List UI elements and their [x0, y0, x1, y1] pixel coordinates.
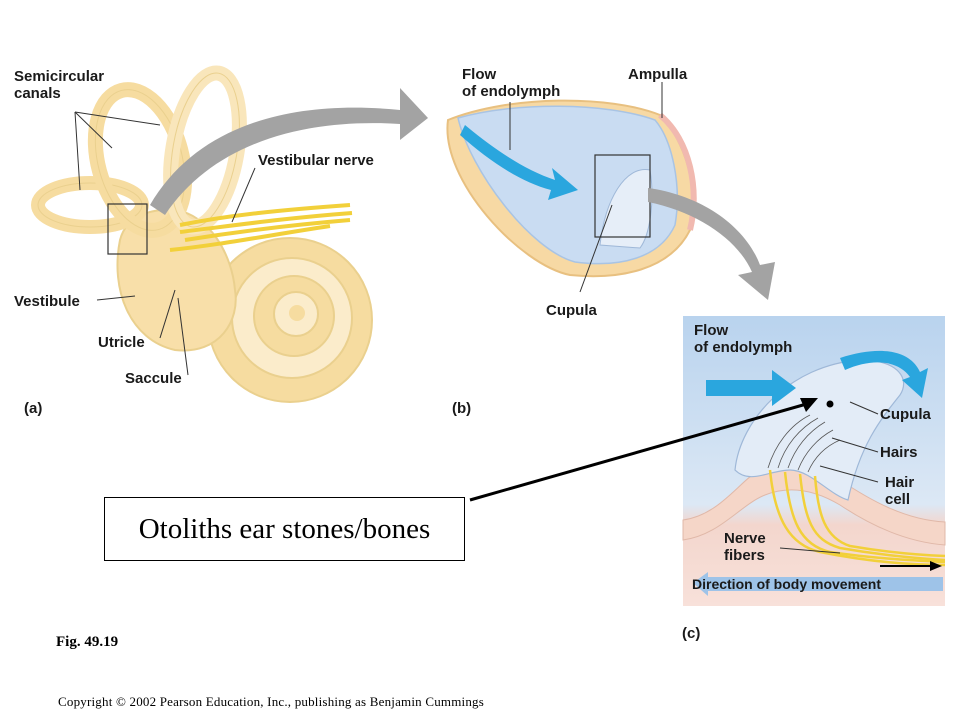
label-vestibule: Vestibule — [14, 293, 80, 310]
panel-tag-a: (a) — [24, 400, 43, 417]
body-movement-arrow — [693, 572, 943, 596]
label-cupula-c: Cupula — [880, 406, 931, 423]
label-hair-cell: Hair cell — [885, 474, 915, 508]
label-semicircular-canals: Semicircular canals — [14, 68, 105, 102]
inner-ear-illustration — [31, 65, 428, 403]
zoom-box-a — [107, 203, 148, 255]
figure-label: Fig. 49.19 — [56, 634, 119, 650]
label-direction-body-movement: Direction of body movement — [692, 576, 882, 592]
vestibular-nerve-bundle — [169, 203, 353, 252]
label-hairs: Hairs — [880, 444, 918, 461]
leader-lines-a — [74, 111, 256, 376]
label-vestibular-nerve: Vestibular nerve — [258, 152, 374, 169]
panel-tag-c: (c) — [682, 625, 701, 642]
label-flow-endolymph-b: Flow of endolymph — [462, 66, 561, 100]
label-saccule: Saccule — [125, 370, 182, 387]
leader-lines-b — [509, 82, 663, 293]
flow-arrow-b — [460, 125, 578, 200]
leader-lines-c — [779, 401, 879, 554]
cochlea — [207, 237, 373, 403]
label-utricle: Utricle — [98, 334, 145, 351]
flow-arrow-c-top — [840, 350, 928, 398]
ampulla-illustration — [446, 82, 775, 300]
otoliths-callout-text: Otoliths ear stones/bones — [138, 512, 431, 545]
flow-arrow-c-left — [706, 370, 796, 406]
copyright-notice: Copyright © 2002 Pearson Education, Inc.… — [58, 694, 484, 709]
zoom-arrow-b-to-c — [648, 188, 775, 300]
otoliths-callout-box: Otoliths ear stones/bones — [104, 497, 465, 561]
panel-tag-b: (b) — [452, 400, 472, 417]
hairs-c — [767, 414, 841, 473]
otolith-dot — [826, 400, 834, 408]
label-flow-endolymph-c: Flow of endolymph — [694, 322, 793, 356]
label-ampulla: Ampulla — [628, 66, 688, 83]
cupula-closeup-illustration — [682, 316, 946, 606]
label-nerve-fibers: Nerve fibers — [724, 530, 766, 564]
zoom-arrow-a-to-b — [150, 88, 428, 215]
label-cupula-b: Cupula — [546, 302, 597, 319]
callout-pointer — [469, 398, 818, 502]
